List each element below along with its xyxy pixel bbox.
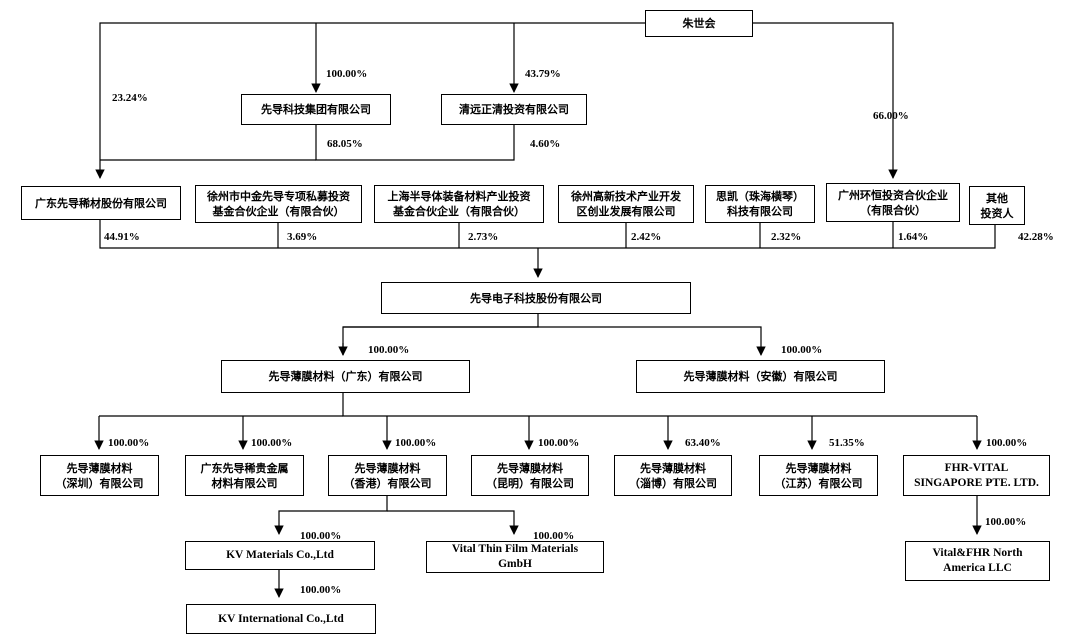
pct-xuzhou-hitech-stake: 2.42% [631,231,662,243]
entity-film-guangdong: 先导薄膜材料（广东）有限公司 [221,360,470,393]
entity-xuzhou-hitech: 徐州高新技术产业开发 区创业发展有限公司 [558,185,694,223]
edge-zhu-right [753,22,898,179]
entity-film-hk: 先导薄膜材料 （香港）有限公司 [328,455,447,496]
entity-xiandao-group: 先导科技集团有限公司 [241,94,391,125]
entity-others: 其他 投资人 [969,186,1025,225]
entity-kv-materials: KV Materials Co.,Ltd [185,541,375,570]
entity-xuzhou-fund: 徐州市中金先导专项私募投资 基金合伙企业（有限合伙） [195,185,362,223]
entity-vital-thin-film: Vital Thin Film Materials GmbH [426,541,604,573]
entity-fhr-singapore: FHR-VITAL SINGAPORE PTE. LTD. [903,455,1050,496]
pct-xuzhou-fund-stake: 3.69% [287,231,318,243]
entity-film-jiangsu: 先导薄膜材料 （江苏）有限公司 [759,455,878,496]
pct-to-film-kunming: 100.00% [538,437,580,449]
pct-to-film-anhui: 100.00% [781,344,823,356]
edge-hk-bus [274,496,388,535]
entity-zhu: 朱世会 [645,10,753,37]
pct-sikai-stake: 2.32% [771,231,802,243]
edge-group-qingyuan-merge [315,125,515,161]
pct-qingyuan-to-rare: 4.60% [530,138,561,150]
entity-guangdong-rare: 广东先导稀材股份有限公司 [21,186,181,220]
pct-zhu-to-group: 100.00% [326,68,368,80]
edge-zhu-horizontal [95,22,645,179]
entity-xiandao-electronic: 先导电子科技股份有限公司 [381,282,691,314]
pct-to-kv-materials: 100.00% [300,530,342,542]
entity-film-shenzhen: 先导薄膜材料 （深圳）有限公司 [40,455,159,496]
pct-group-to-rare: 68.05% [327,138,363,150]
pct-to-vital-thin: 100.00% [533,530,575,542]
entity-shanghai-fund: 上海半导体装备材料产业投资 基金合伙企业（有限合伙） [374,185,544,223]
edge-shareholders-bus [99,220,996,249]
pct-shanghai-fund-stake: 2.73% [468,231,499,243]
entity-guangdong-precious: 广东先导稀贵金属 材料有限公司 [185,455,304,496]
pct-to-fhr-singapore: 100.00% [986,437,1028,449]
entity-vital-fhr: Vital&FHR North America LLC [905,541,1050,581]
entity-sikai: 思凯（珠海横琴） 科技有限公司 [705,185,815,223]
entity-guangzhou-huanheng: 广州环恒投资合伙企业 （有限合伙） [826,183,960,222]
pct-guangdong-rare-stake: 44.91% [104,231,140,243]
pct-to-film-shenzhen: 100.00% [108,437,150,449]
pct-to-vital-fhr: 100.00% [985,516,1027,528]
entity-film-zibo: 先导薄膜材料 （淄博）有限公司 [614,455,732,496]
pct-to-film-hk: 100.00% [395,437,437,449]
pct-to-film-guangdong: 100.00% [368,344,410,356]
entity-kv-international: KV International Co.,Ltd [186,604,376,634]
pct-huanheng-stake: 1.64% [898,231,929,243]
pct-zhu-to-huanheng: 66.00% [873,110,909,122]
entity-film-kunming: 先导薄膜材料 （昆明）有限公司 [471,455,589,496]
pct-zhu-to-guangdong-rare: 23.24% [112,92,148,104]
pct-to-kv-international: 100.00% [300,584,342,596]
pct-zhu-to-qingyuan: 43.79% [525,68,561,80]
pct-to-guangdong-precious: 100.00% [251,437,293,449]
pct-to-film-zibo: 63.40% [685,437,721,449]
entity-qingyuan: 清远正清投资有限公司 [441,94,587,125]
pct-to-film-jiangsu: 51.35% [829,437,865,449]
edge-guangdong-bus [342,393,977,417]
entity-film-anhui: 先导薄膜材料（安徽）有限公司 [636,360,885,393]
pct-others-stake: 42.28% [1018,231,1054,243]
